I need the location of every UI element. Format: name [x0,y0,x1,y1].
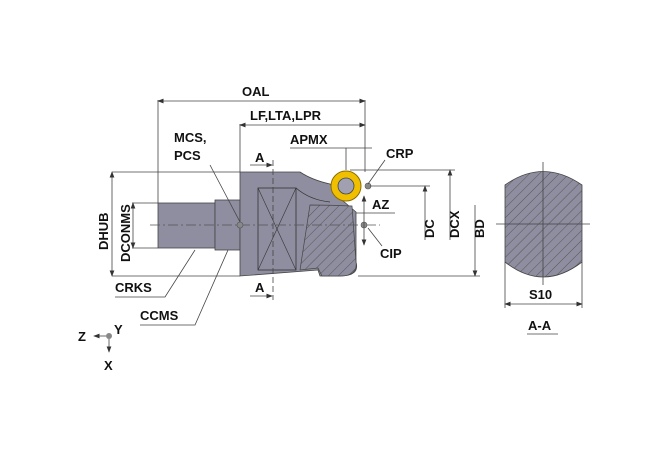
screw-icon [337,177,355,195]
label-dhub: DHUB [96,212,111,250]
label-dc: DC [422,219,437,238]
label-s10: S10 [529,287,552,302]
label-apmx: APMX [290,132,328,147]
label-dconms: DCONMS [118,204,133,262]
axis-y: Y [114,322,123,337]
label-pcs: PCS [174,148,201,163]
label-bd: BD [472,219,487,238]
label-a-bottom: A [255,280,265,295]
label-dcx: DCX [447,210,462,238]
axis-x: X [104,358,113,373]
label-az: AZ [372,197,389,212]
flat-area [257,187,297,271]
label-cip: CIP [380,246,402,261]
label-lf-lta-lpr: LF,LTA,LPR [250,108,322,123]
label-crks: CRKS [115,280,152,295]
label-oal: OAL [242,84,270,99]
label-ccms: CCMS [140,308,179,323]
shank [157,202,216,249]
label-a-top: A [255,150,265,165]
label-crp: CRP [386,146,414,161]
origin-icon [106,333,112,339]
label-mcs: MCS, [174,130,207,145]
hatched-section [299,204,357,277]
axis-z: Z [78,329,86,344]
label-section-a-a: A-A [528,318,552,333]
